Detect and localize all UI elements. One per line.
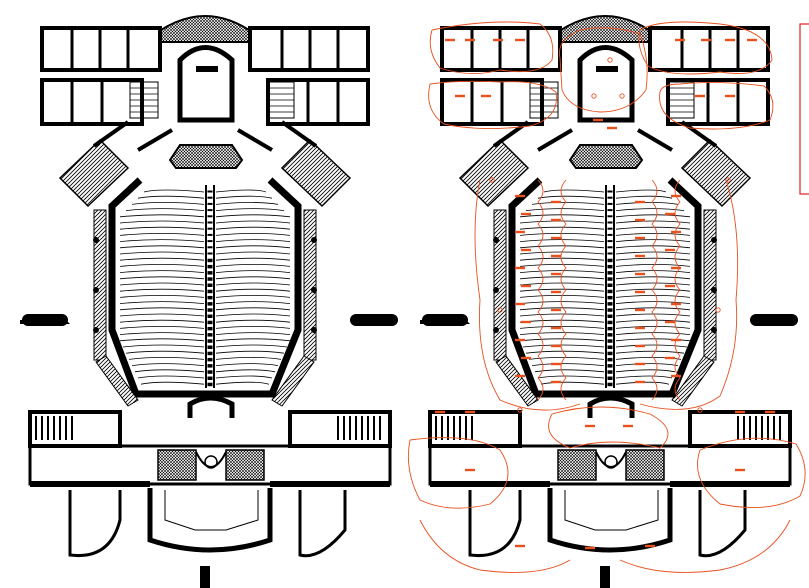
light-fixture <box>521 212 531 216</box>
wiring-loop <box>474 179 739 411</box>
light-fixture <box>551 254 561 258</box>
light-fixture <box>515 338 525 342</box>
light-fixture <box>521 320 531 324</box>
light-fixture <box>695 94 705 98</box>
light-fixture <box>481 94 491 98</box>
light-fixture <box>635 236 645 240</box>
light-fixture <box>551 218 561 222</box>
light-fixture <box>585 424 595 428</box>
light-fixture <box>665 356 675 360</box>
light-fixture <box>671 302 681 306</box>
light-fixture <box>665 212 675 216</box>
light-fixture <box>551 326 561 330</box>
seating-circuit <box>651 179 658 401</box>
junction-point <box>697 407 703 413</box>
light-fixture <box>445 38 455 42</box>
light-fixture <box>515 266 525 270</box>
junction-point <box>725 177 731 183</box>
wiring-loop <box>407 437 509 509</box>
wiring-loop <box>659 81 774 130</box>
wiring-loop <box>419 519 791 573</box>
light-fixture <box>671 338 681 342</box>
light-fixture <box>635 344 645 348</box>
legend-frame <box>799 23 809 195</box>
light-fixture <box>665 284 675 288</box>
seating-circuit <box>560 179 567 401</box>
junction-point <box>619 93 625 99</box>
light-fixture <box>635 254 645 258</box>
light-fixture <box>515 38 525 42</box>
light-fixture <box>435 410 445 414</box>
light-fixture <box>635 308 645 312</box>
wiring-loop <box>638 21 773 75</box>
light-fixture <box>551 362 561 366</box>
light-fixture <box>585 546 595 550</box>
junction-point <box>497 307 503 313</box>
junction-point <box>607 57 613 63</box>
light-fixture <box>725 38 735 42</box>
wiring-loop <box>548 406 669 449</box>
wiring-loop <box>428 80 557 130</box>
light-fixture <box>551 290 561 294</box>
light-fixture <box>765 410 775 414</box>
light-fixture <box>515 194 525 198</box>
light-fixture <box>551 236 561 240</box>
light-fixture <box>635 290 645 294</box>
light-fixture <box>725 94 735 98</box>
light-fixture <box>515 544 525 548</box>
wiring-loop <box>429 21 554 74</box>
light-fixture <box>701 38 711 42</box>
plan-electrical <box>420 16 798 588</box>
light-fixture <box>665 320 675 324</box>
light-fixture <box>665 248 675 252</box>
light-fixture <box>607 126 617 130</box>
light-fixture <box>515 230 525 234</box>
light-fixture <box>521 284 531 288</box>
light-fixture <box>493 38 503 42</box>
electrical-layout <box>407 21 806 573</box>
light-fixture <box>671 230 681 234</box>
light-fixture <box>551 272 561 276</box>
wiring-loop <box>558 27 648 113</box>
light-fixture <box>671 266 681 270</box>
light-fixture <box>635 218 645 222</box>
light-fixture <box>735 410 745 414</box>
light-fixture <box>635 200 645 204</box>
light-fixture <box>635 326 645 330</box>
light-fixture <box>747 38 757 42</box>
light-fixture <box>623 424 633 428</box>
light-fixture <box>521 356 531 360</box>
light-fixture <box>551 200 561 204</box>
wiring-loop <box>697 437 806 508</box>
seating-circuit <box>674 179 681 401</box>
light-fixture <box>455 94 465 98</box>
light-fixture <box>635 380 645 384</box>
light-fixture <box>515 374 525 378</box>
light-fixture <box>551 308 561 312</box>
junction-point <box>591 93 597 99</box>
light-fixture <box>671 374 681 378</box>
light-fixture <box>465 410 475 414</box>
junction-point <box>489 177 495 183</box>
light-fixture <box>735 468 745 472</box>
light-fixture <box>635 362 645 366</box>
light-fixture <box>635 272 645 276</box>
light-fixture <box>465 38 475 42</box>
light-fixture <box>521 248 531 252</box>
light-fixture <box>551 344 561 348</box>
junction-point <box>715 307 721 313</box>
seating-circuit <box>537 179 544 401</box>
light-fixture <box>551 380 561 384</box>
plan-architectural <box>20 16 398 588</box>
junction-point <box>517 407 523 413</box>
light-fixture <box>671 194 681 198</box>
light-fixture <box>515 302 525 306</box>
light-fixture <box>645 544 655 548</box>
light-fixture <box>465 468 475 472</box>
light-fixture <box>675 38 685 42</box>
light-fixture <box>593 118 603 122</box>
